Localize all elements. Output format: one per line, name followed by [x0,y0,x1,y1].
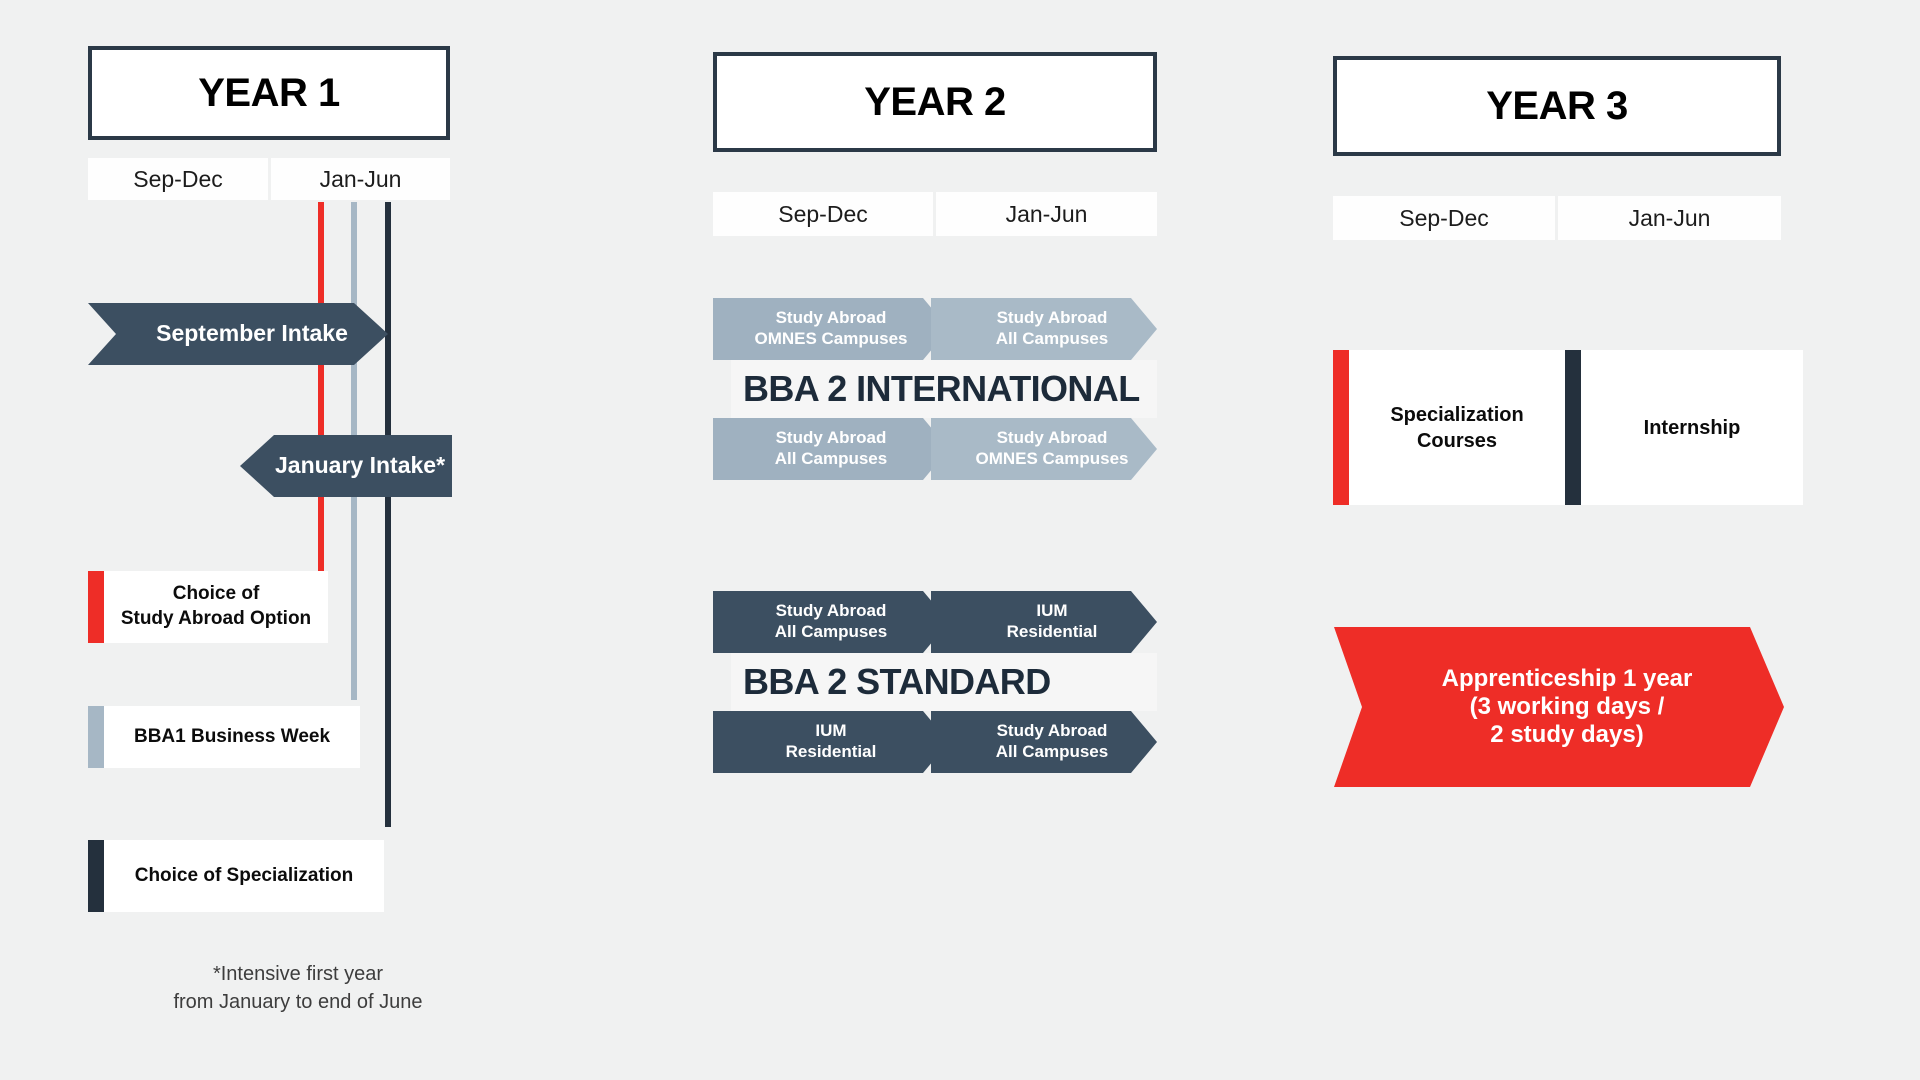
chev-line-1: IUM [1036,601,1068,621]
september-intake-banner[interactable]: September Intake [88,303,388,365]
specialization-line-1: Specialization [1390,403,1524,426]
bba-2-international-title-row: BBA 2 INTERNATIONAL [731,360,1157,418]
chev-line-1: Study Abroad [996,428,1108,448]
chev-line-2: All Campuses [774,449,888,468]
year-3-semester-jan-jun: Jan-Jun [1558,196,1781,240]
vline-red [318,202,324,577]
legend-accent-light-blue [88,706,104,768]
chev-line-1: Study Abroad [775,428,887,448]
internship-cell[interactable]: Internship [1581,350,1803,505]
apprenticeship-line-2: (3 working days / [1469,692,1665,720]
year-1-header-box: YEAR 1 [88,46,450,140]
legend-label-specialization: Choice of Specialization [104,840,384,912]
apprenticeship-banner[interactable]: Apprenticeship 1 year (3 working days / … [1334,627,1784,787]
bba-2-standard-title-row: BBA 2 STANDARD [731,653,1157,711]
chev-line-1: Study Abroad [996,721,1108,741]
year-2-header-box: YEAR 2 [713,52,1157,152]
legend-accent-red [88,571,104,643]
chev-line-2: OMNES Campuses [754,329,908,348]
apprenticeship-line-3: 2 study days) [1490,721,1644,749]
legend-line-2: Study Abroad Option [120,608,312,629]
year-3-semester-strip: Sep-Dec Jan-Jun [1333,196,1781,240]
year-1-footnote: *Intensive first year from January to en… [128,960,468,1017]
year-2-title: YEAR 2 [864,79,1006,124]
legend-accent-dark-navy [88,840,104,912]
footnote-line-1: *Intensive first year [212,963,384,985]
legend-row-specialization[interactable]: Choice of Specialization [88,840,384,912]
bba-2-standard-title: BBA 2 STANDARD [743,661,1051,702]
year-2-semester-strip: Sep-Dec Jan-Jun [713,192,1157,236]
chev-line-1: Study Abroad [996,308,1108,328]
chev-line-2: Residential [785,742,877,761]
chev-line-2: OMNES Campuses [975,449,1129,468]
chev-line-1: Study Abroad [775,601,887,621]
chev-line-2: All Campuses [995,742,1109,761]
chev-line-2: All Campuses [774,622,888,641]
year-1-semester-sep-dec: Sep-Dec [88,158,268,200]
bba-2-international-title: BBA 2 INTERNATIONAL [743,368,1140,409]
semester-divider [1555,196,1558,240]
year-3-header-box: YEAR 3 [1333,56,1781,156]
september-intake-label: September Intake [156,320,348,347]
year-3-semester-sep-dec: Sep-Dec [1333,196,1555,240]
year-1-title: YEAR 1 [198,70,340,115]
legend-label-business-week: BBA1 Business Week [104,706,360,768]
year-2-semester-jan-jun: Jan-Jun [936,192,1157,236]
january-intake-banner[interactable]: January Intake* [240,435,452,497]
legend-row-business-week[interactable]: BBA1 Business Week [88,706,360,768]
chev-line-2: All Campuses [995,329,1109,348]
semester-divider [933,192,936,236]
chev-line-2: Residential [1006,622,1098,641]
january-intake-label: January Intake* [274,452,446,479]
year-1-semester-jan-jun: Jan-Jun [271,158,450,200]
chev-line-1: IUM [815,721,847,741]
year-1-semester-strip: Sep-Dec Jan-Jun [88,158,450,200]
legend-row-study-abroad[interactable]: Choice of Study Abroad Option [88,571,328,643]
internship-label: Internship [1643,416,1741,439]
chev-line-1: Study Abroad [775,308,887,328]
year-3-title: YEAR 3 [1486,83,1628,128]
apprenticeship-line-1: Apprenticeship 1 year [1441,664,1693,692]
split-accent-red [1333,350,1349,505]
semester-divider [268,158,271,200]
footnote-line-2: from January to end of June [173,991,423,1014]
split-divider-dark-navy [1565,350,1581,505]
legend-line-1: Choice of [172,583,260,605]
specialization-line-2: Courses [1416,429,1498,452]
year-2-semester-sep-dec: Sep-Dec [713,192,933,236]
vline-dark-navy [385,202,391,827]
legend-label-study-abroad: Choice of Study Abroad Option [104,571,328,643]
